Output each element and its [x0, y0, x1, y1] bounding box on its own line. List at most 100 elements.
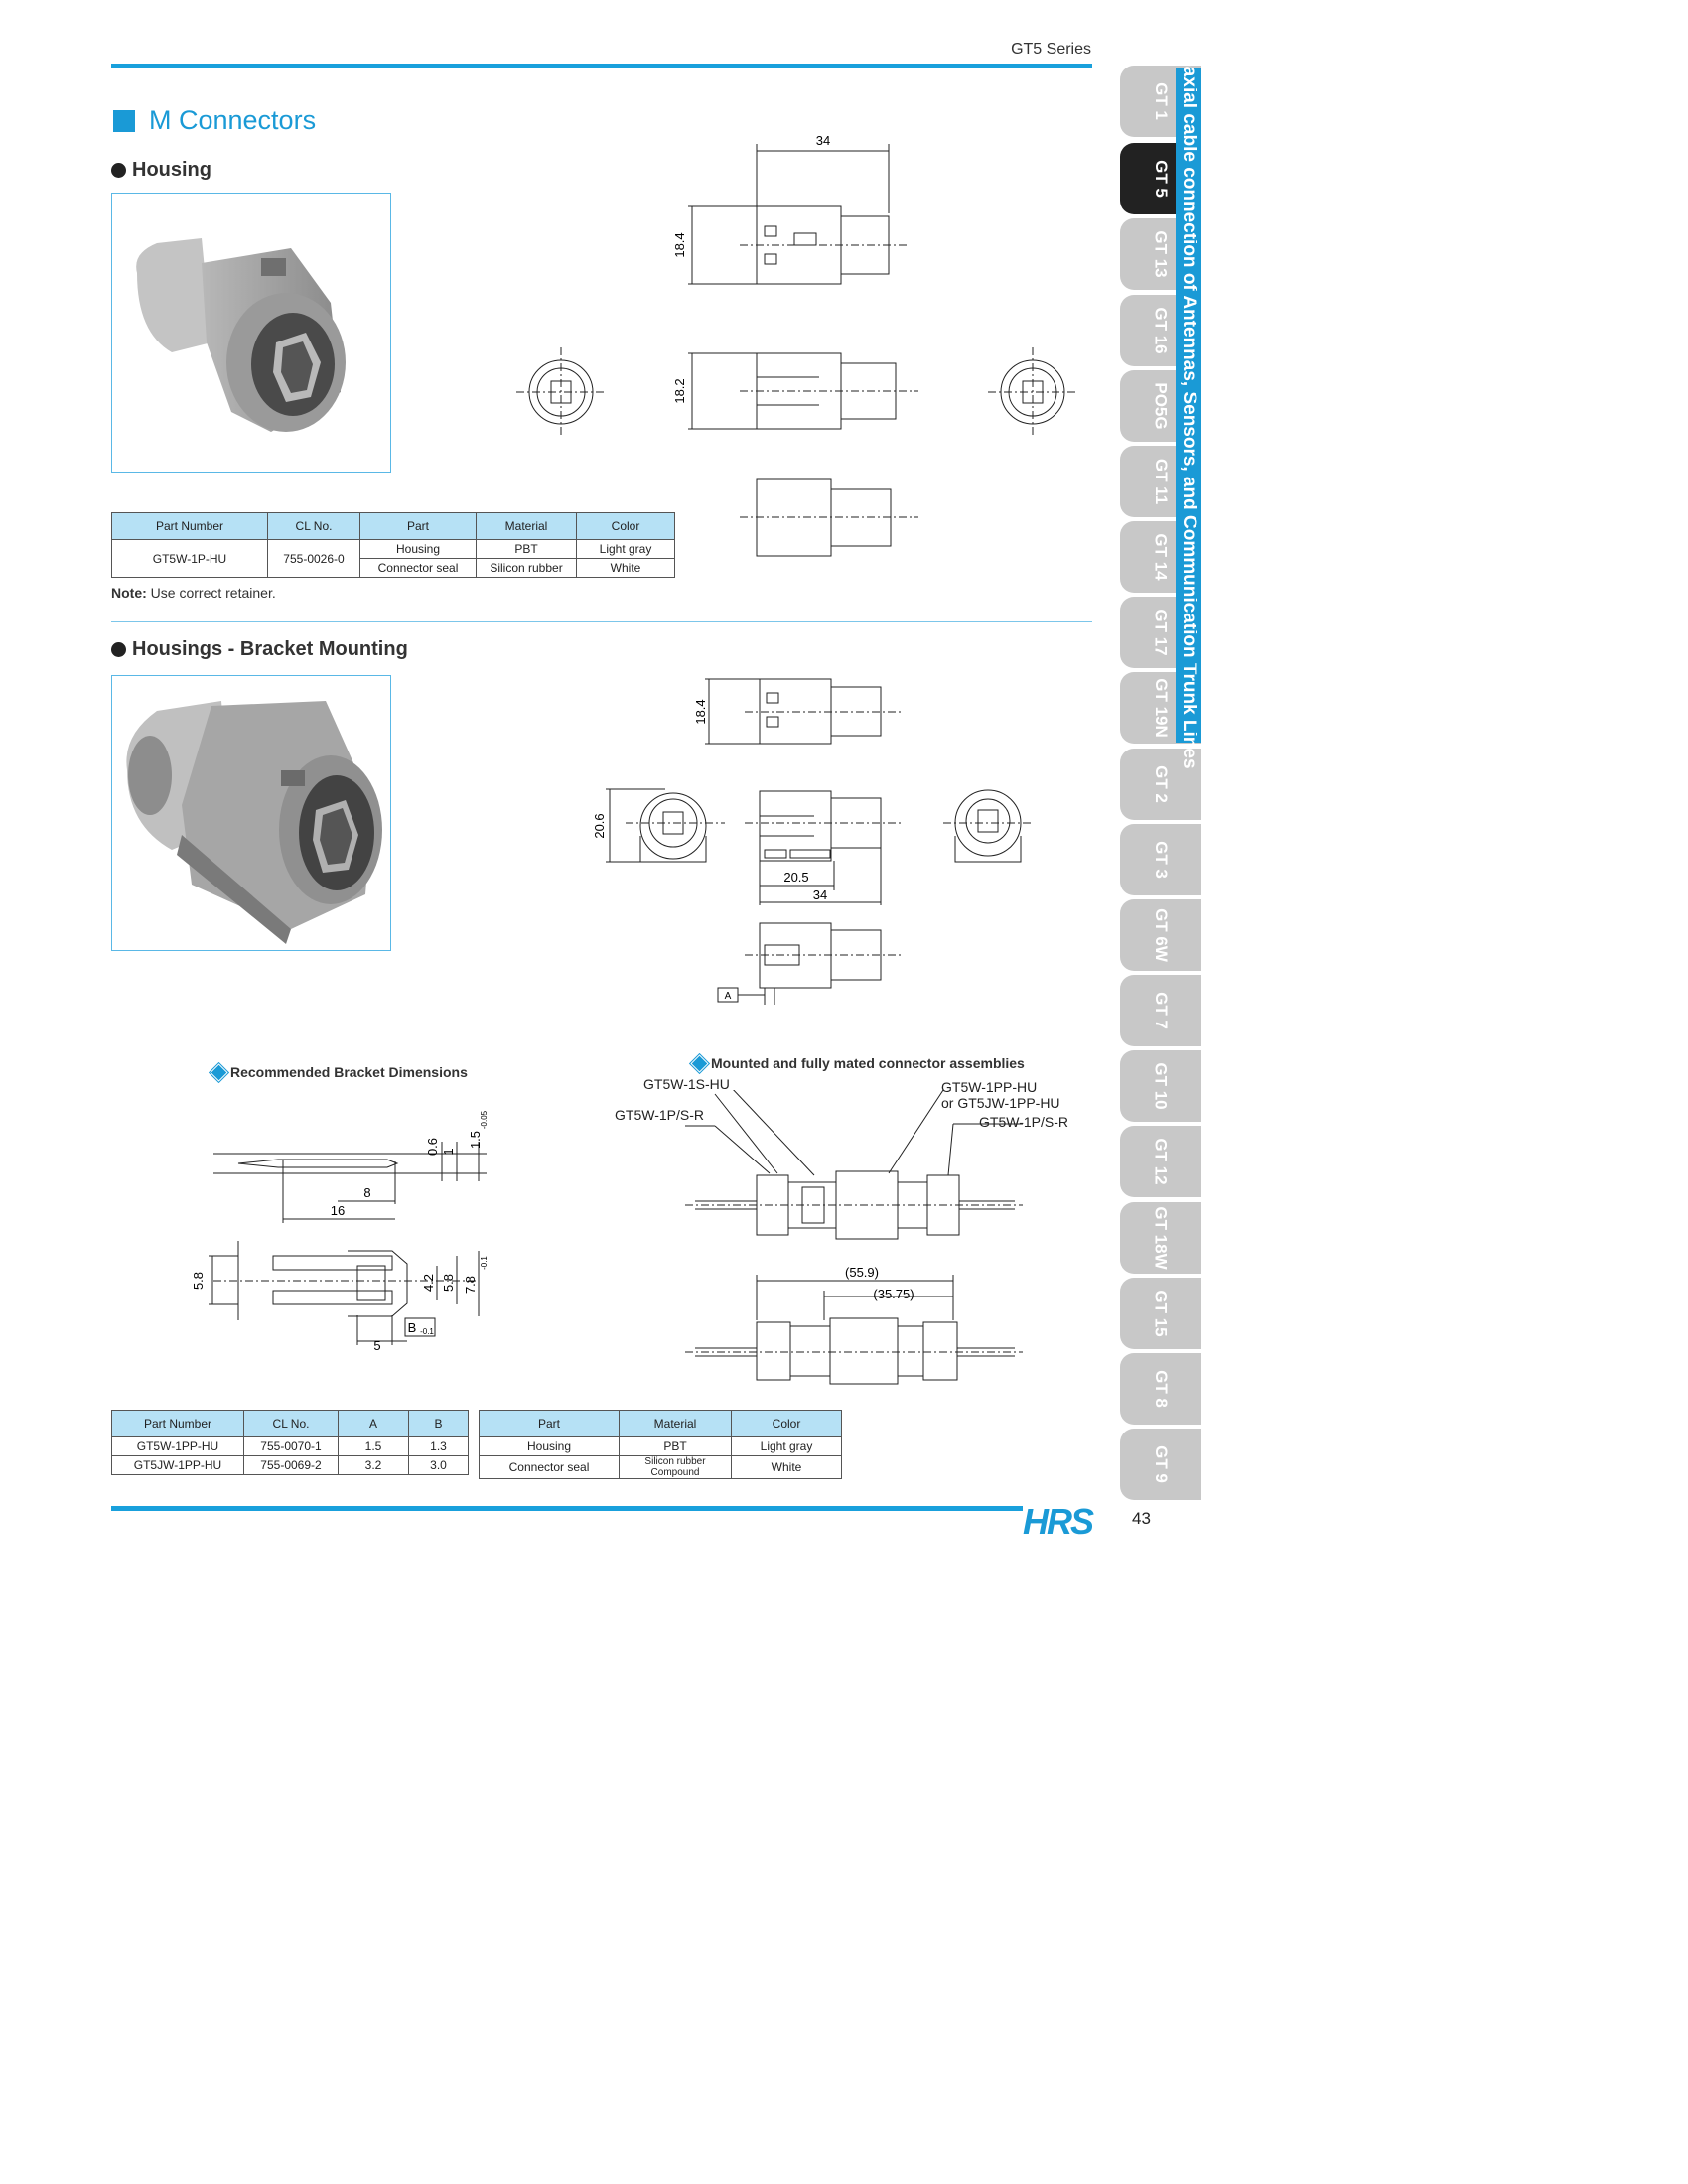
bracket-photo: [111, 675, 391, 951]
tab-label: GT 14: [1152, 533, 1171, 581]
col-header: Part Number: [111, 512, 268, 540]
tab-label: GT 15: [1152, 1290, 1171, 1337]
col-header: B: [408, 1410, 469, 1437]
tab-gt7[interactable]: GT 7: [1120, 975, 1201, 1046]
label-gt5w-1pp-hu: GT5W-1PP-HU: [941, 1079, 1038, 1095]
housing-photo: [111, 193, 391, 473]
dim-b: B: [408, 1320, 417, 1335]
diamond-icon: [688, 1052, 711, 1074]
color-cell: White: [731, 1455, 842, 1479]
tab-label: GT 5: [1151, 160, 1171, 198]
dim-ref: A: [725, 991, 732, 1002]
part-number-cell: GT5JW-1PP-HU: [111, 1455, 244, 1475]
tab-label: GT 19N: [1152, 678, 1171, 738]
tab-label: GT 17: [1152, 609, 1171, 656]
col-header: CL No.: [243, 1410, 339, 1437]
tab-gt18w[interactable]: GT 18W: [1120, 1202, 1201, 1274]
hrs-logo: HRS: [1023, 1501, 1094, 1542]
tab-label: GT 10: [1152, 1062, 1171, 1110]
header-rule: [111, 64, 1092, 68]
recommended-caption: Recommended Bracket Dimensions: [208, 1061, 468, 1083]
label-gt5w-1s-hu: GT5W-1S-HU: [643, 1076, 730, 1092]
tab-gt10[interactable]: GT 10: [1120, 1050, 1201, 1122]
col-header: Part: [359, 512, 477, 540]
recommended-caption-text: Recommended Bracket Dimensions: [230, 1064, 468, 1080]
dim-partial: (35.75): [873, 1287, 914, 1301]
note-text: Use correct retainer.: [146, 585, 276, 601]
tab-gt12[interactable]: GT 12: [1120, 1126, 1201, 1197]
part-cell: Connector seal: [479, 1455, 620, 1479]
dim-inner: 20.5: [783, 870, 808, 885]
housing-rear-view: [988, 347, 1077, 437]
square-bullet-icon: [113, 109, 135, 132]
dim-16: 16: [331, 1203, 345, 1218]
dim-b-tol: -0.1: [420, 1327, 434, 1336]
tab-label: GT 7: [1151, 992, 1171, 1029]
footer-rule: [111, 1506, 1023, 1511]
series-name: GT5 Series: [1011, 41, 1091, 58]
assemblies-caption: Mounted and fully mated connector assemb…: [688, 1052, 1025, 1074]
b-cell: 3.0: [408, 1455, 469, 1475]
note-label: Note:: [111, 585, 147, 601]
dim-5-8a: 5.8: [191, 1272, 206, 1290]
dim-width: 34: [813, 887, 827, 902]
part-number-cell: GT5W-1PP-HU: [111, 1436, 244, 1456]
tab-label: GT 3: [1151, 841, 1171, 879]
bracket-heading-text: Housings - Bracket Mounting: [132, 638, 408, 660]
dim-5-8b: 5.8: [441, 1274, 456, 1292]
dim-height2: 18.2: [672, 378, 687, 403]
tab-label: GT 8: [1151, 1370, 1171, 1408]
part-cell: Connector seal: [359, 558, 477, 578]
label-gt5jw-1pp-hu: or GT5JW-1PP-HU: [941, 1095, 1060, 1111]
col-header: A: [338, 1410, 409, 1437]
dim-0-6: 0.6: [425, 1138, 440, 1156]
table-row: Connector seal Silicon rubber Compound W…: [479, 1455, 842, 1479]
page-number: 43: [1132, 1509, 1151, 1528]
cl-no-cell: 755-0069-2: [243, 1455, 339, 1475]
tab-label: GT 12: [1152, 1138, 1171, 1185]
tab-gt15[interactable]: GT 15: [1120, 1278, 1201, 1349]
tab-gt8[interactable]: GT 8: [1120, 1353, 1201, 1425]
tab-gt2[interactable]: GT 2: [1120, 749, 1201, 820]
table-row: GT5W-1PP-HU 755-0070-1 1.5 1.3: [111, 1436, 469, 1456]
color-cell: Light gray: [731, 1436, 842, 1456]
table-row: Housing PBT Light gray: [479, 1436, 842, 1456]
part-number-cell: GT5W-1P-HU: [111, 539, 268, 578]
tab-gt9[interactable]: GT 9: [1120, 1429, 1201, 1500]
bullet-icon: [111, 642, 126, 657]
color-cell: White: [576, 558, 675, 578]
col-header: Material: [619, 1410, 732, 1437]
assemblies-caption-text: Mounted and fully mated connector assemb…: [711, 1055, 1025, 1071]
category-banner-text: Coaxial cable connection of Antennas, Se…: [1179, 41, 1199, 769]
tab-label: GT 11: [1152, 458, 1171, 505]
dim-height: 18.4: [693, 699, 708, 724]
recommended-drawing: 0.6 1 1.5 -0.05 8 16 5.8 4.2 5.8 7.8 -0.…: [191, 1110, 489, 1353]
housing-heading: Housing: [111, 159, 211, 182]
col-header: CL No.: [267, 512, 360, 540]
material-cell: Silicon rubber Compound: [619, 1455, 732, 1479]
material-table: Part Material Color Housing PBT Light gr…: [479, 1410, 842, 1479]
dim-5: 5: [373, 1338, 380, 1353]
col-header: Color: [576, 512, 675, 540]
a-cell: 3.2: [338, 1455, 409, 1475]
housing-heading-text: Housing: [132, 159, 211, 181]
tab-label: PO5G: [1152, 382, 1171, 430]
b-cell: 1.3: [408, 1436, 469, 1456]
dim-total: (55.9): [845, 1265, 879, 1280]
dim-side: 20.6: [592, 813, 607, 838]
color-cell: Light gray: [576, 539, 675, 559]
dim-1: 1: [441, 1148, 456, 1155]
tab-label: GT 18W: [1151, 1206, 1171, 1270]
tab-label: GT 9: [1151, 1445, 1171, 1483]
material-cell: PBT: [619, 1436, 732, 1456]
dim-1-5: 1.5: [468, 1131, 483, 1149]
part-cell: Housing: [359, 539, 477, 559]
label-gt5w-1p-s-r-right: GT5W-1P/S-R: [979, 1114, 1068, 1130]
section-title-text: M Connectors: [149, 105, 317, 135]
section-divider: [111, 621, 1092, 622]
tab-gt6w[interactable]: GT 6W: [1120, 899, 1201, 971]
table-row: GT5JW-1PP-HU 755-0069-2 3.2 3.0: [111, 1455, 469, 1475]
tab-gt3[interactable]: GT 3: [1120, 824, 1201, 895]
housing-note: Note: Use correct retainer.: [111, 585, 276, 601]
tab-label: GT 16: [1152, 307, 1171, 354]
